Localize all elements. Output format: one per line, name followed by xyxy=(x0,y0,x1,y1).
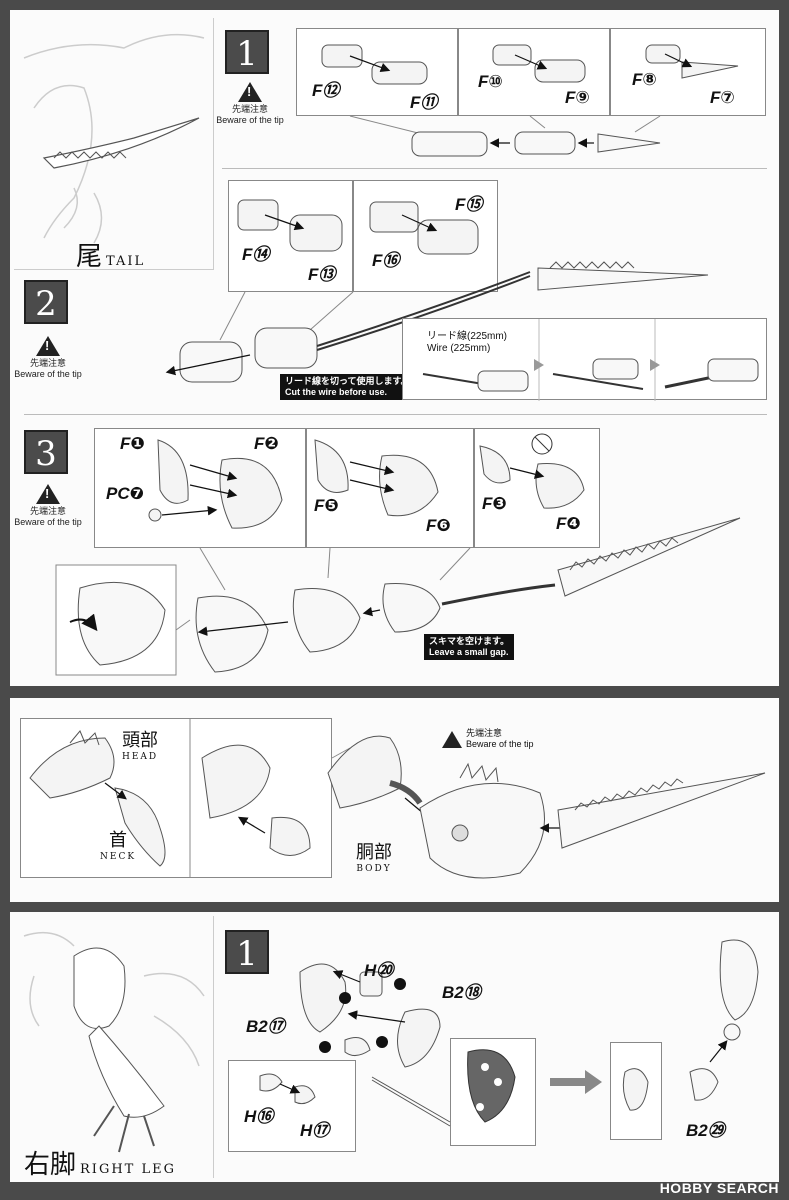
right-leg-reference-svg xyxy=(23,931,205,1153)
right-leg-inset-box-parts xyxy=(228,1060,356,1152)
assembly-svg xyxy=(29,718,766,879)
warning-icon xyxy=(238,82,262,102)
watermark: HOBBY SEARCH xyxy=(659,1180,779,1196)
part-label: F⑪ xyxy=(410,93,438,112)
part-label: PC❼ xyxy=(106,484,145,503)
neck-label: 首 NECK xyxy=(100,830,137,862)
part-label: F❻ xyxy=(426,516,451,535)
part-label: F❺ xyxy=(314,496,339,515)
part-label: F❸ xyxy=(482,494,507,513)
wire-detail-box: リード線(225mm) Wire (225mm) xyxy=(402,318,767,401)
tail-reference-svg xyxy=(23,33,205,244)
tail-step-3-caution: 先端注意 Beware of the tip xyxy=(10,484,86,528)
part-label: F⑬ xyxy=(308,265,336,284)
cut-wire-note: リード線を切って使用します。 Cut the wire before use. xyxy=(280,374,415,400)
tail-step-2-caution: 先端注意 Beware of the tip xyxy=(10,336,86,380)
part-label: F⑮ xyxy=(455,195,483,214)
part-label: F❷ xyxy=(254,434,279,453)
part-label: F⑩ xyxy=(478,72,503,91)
part-label: F⑯ xyxy=(372,251,400,270)
part-label: B2㉙ xyxy=(686,1121,725,1140)
tail-step-1-box-a xyxy=(296,28,458,116)
tail-step-1-parts-svg xyxy=(321,44,739,157)
head-label: 頭部 HEAD xyxy=(122,730,159,762)
part-label: H⑰ xyxy=(300,1121,330,1140)
tail-step-2-number: 2 xyxy=(24,280,68,324)
part-label: F⑧ xyxy=(632,70,657,89)
part-label: F⑦ xyxy=(710,88,735,107)
assembly-section-panel: 頭部 HEAD 首 NECK 胴部 BODY 先端注意 Beware of th… xyxy=(10,698,779,902)
warning-icon xyxy=(442,730,462,748)
right-leg-inset-box-zoom xyxy=(610,1042,662,1140)
wire-length-label: リード線(225mm) Wire (225mm) xyxy=(427,331,508,354)
wire-detail-svg xyxy=(422,319,759,401)
part-label: F❹ xyxy=(556,514,581,533)
tail-step-1-number: 1 xyxy=(225,30,269,74)
part-label: F⑫ xyxy=(312,81,340,100)
right-leg-step-1-number: 1 xyxy=(225,930,269,974)
warning-icon xyxy=(36,484,60,504)
tail-step-3-parts-svg xyxy=(55,433,741,676)
part-label: F⑨ xyxy=(565,88,590,107)
tail-step-3-number: 3 xyxy=(24,430,68,474)
body-label: 胴部 BODY xyxy=(356,842,392,874)
part-label: B2⑱ xyxy=(442,983,481,1002)
tail-step-1-box-b xyxy=(458,28,610,116)
part-label: B2⑰ xyxy=(246,1017,285,1036)
tail-step-2-parts-svg xyxy=(165,199,709,383)
right-leg-parts-svg xyxy=(259,939,759,1127)
step-divider xyxy=(222,168,767,169)
tail-step-1-caution: 先端注意 Beware of the tip xyxy=(210,82,290,126)
assembly-caution: 先端注意 Beware of the tip xyxy=(442,728,534,750)
part-label: H⑳ xyxy=(364,961,394,980)
part-label: F⑭ xyxy=(242,245,270,264)
leave-gap-note: スキマを空けます。 Leave a small gap. xyxy=(424,634,515,660)
part-label: H⑯ xyxy=(244,1107,274,1126)
part-label: F❶ xyxy=(120,434,145,453)
step-divider xyxy=(24,414,767,415)
warning-icon xyxy=(36,336,60,356)
